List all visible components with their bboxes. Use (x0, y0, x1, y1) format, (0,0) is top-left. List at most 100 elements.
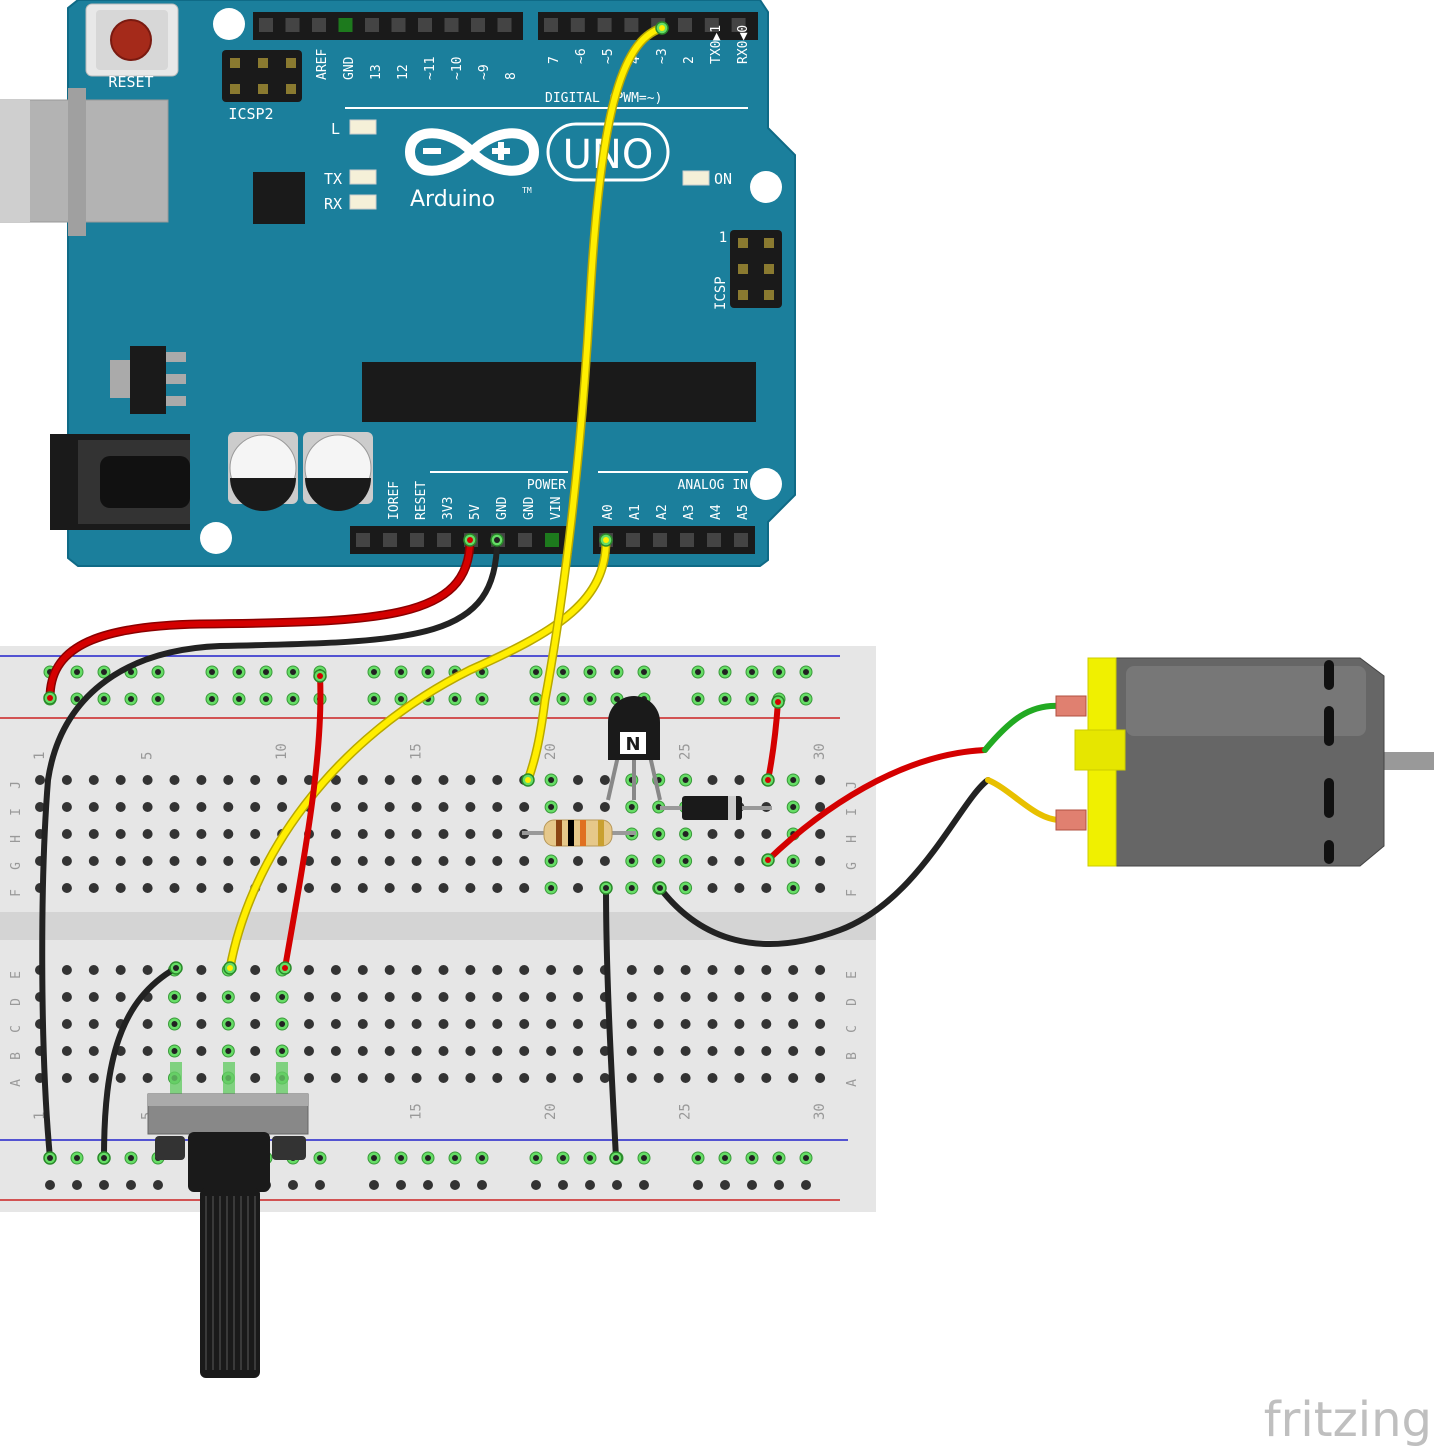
row-letter: D (9, 998, 24, 1006)
breadboard-hole (519, 992, 530, 1002)
potentiometer-shaft[interactable] (200, 1188, 260, 1378)
breadboard-hole (492, 1073, 503, 1083)
breadboard-hole (573, 1073, 583, 1083)
breadboard-hole (492, 856, 503, 866)
breadboard-hole (734, 992, 745, 1002)
transistor-label: N (625, 734, 640, 755)
rail-hole (450, 1180, 460, 1190)
breadboard-hole (384, 856, 395, 866)
pin-label: A4 (709, 504, 724, 520)
arduino-tm: TM (522, 186, 532, 195)
header-pin (624, 18, 639, 32)
breadboard-hole (88, 802, 99, 812)
power-label: POWER (527, 478, 566, 493)
breadboard-hole (115, 1073, 126, 1083)
breadboard-hole (788, 1073, 799, 1083)
wire-pot-gnd-black (101, 965, 179, 1161)
pin-label: A2 (655, 504, 670, 520)
breadboard-hole (815, 856, 826, 866)
header-pin (704, 18, 719, 32)
breadboard-hole (196, 883, 207, 893)
breadboard-hole (88, 883, 99, 893)
breadboard-hole (815, 883, 826, 893)
header-pin (365, 18, 379, 32)
breadboard-hole (35, 775, 45, 785)
icsp-pin1-label: 1 (719, 230, 727, 246)
breadboard-hole (384, 992, 395, 1002)
header-pin (383, 533, 397, 547)
reset-button-cap[interactable] (110, 19, 152, 61)
pin-label: ~11 (423, 57, 438, 80)
breadboard-hole (519, 802, 530, 812)
potentiometer[interactable] (147, 1062, 309, 1378)
pin-label: 13 (369, 64, 384, 80)
breadboard-hole (142, 802, 153, 812)
breadboard-hole (304, 883, 314, 893)
breadboard-hole (519, 1073, 530, 1083)
breadboard-hole (546, 1046, 557, 1056)
led-tx (349, 169, 377, 185)
breadboard-hole (734, 829, 745, 839)
breadboard-hole (196, 1019, 207, 1029)
pin-label: 12 (396, 64, 411, 80)
breadboard-hole (492, 775, 503, 785)
rail-hole (558, 1180, 568, 1190)
breadboard-hole (196, 1046, 207, 1056)
breadboard-hole (411, 1073, 422, 1083)
breadboard-hole (492, 829, 503, 839)
header-pin (497, 18, 512, 32)
header-pin (678, 18, 692, 32)
breadboard-hole (599, 1046, 610, 1056)
breadboard-hole (223, 802, 234, 812)
column-number: 15 (409, 743, 425, 760)
rail-hole (531, 1180, 541, 1190)
wire-5v-red (47, 537, 473, 701)
breadboard-hole (761, 992, 772, 1002)
breadboard-hole (546, 1073, 557, 1083)
pin-label: ~10 (450, 57, 465, 80)
breadboard-hole (196, 829, 207, 839)
breadboard-hole (465, 856, 476, 866)
row-letter: G (845, 862, 860, 870)
breadboard-hole (330, 1046, 341, 1056)
row-letter: I (9, 808, 24, 816)
breadboard-hole (465, 992, 476, 1002)
breadboard-hole (61, 992, 72, 1002)
rail-hole (99, 1180, 109, 1190)
reset-button[interactable] (85, 3, 179, 77)
breadboard-hole (438, 1073, 449, 1083)
breadboard-hole (357, 856, 368, 866)
breadboard-hole (61, 856, 72, 866)
breadboard-hole (357, 1073, 368, 1083)
column-number: 25 (678, 1103, 694, 1120)
breadboard-hole (626, 1046, 637, 1056)
header-pin (259, 18, 273, 32)
breadboard-hole (653, 1073, 664, 1083)
breadboard-hole (492, 883, 503, 893)
breadboard-hole (411, 1046, 422, 1056)
breadboard-hole (599, 802, 610, 812)
header-pin (626, 533, 640, 547)
wire-a0-yellow (227, 537, 609, 971)
rail-hole (747, 1180, 757, 1190)
wire-pot-5v-red (282, 673, 324, 971)
breadboard-hole (573, 775, 583, 785)
breadboard-hole (707, 1046, 718, 1056)
breadboard-hole (761, 883, 772, 893)
breadboard-hole (492, 1019, 503, 1029)
breadboard-hole (330, 965, 341, 975)
breadboard-hole (384, 1073, 395, 1083)
atmega-chip (362, 362, 756, 422)
pin-label: ~3 (655, 48, 670, 64)
breadboard-hole (653, 1046, 664, 1056)
breadboard-hole (734, 965, 745, 975)
row-letter: B (9, 1052, 24, 1060)
pin-label: A0 (601, 504, 616, 520)
rail-hole (45, 1180, 55, 1190)
column-number: 30 (812, 1103, 828, 1120)
icsp-header (730, 230, 782, 308)
breadboard-hole (411, 883, 422, 893)
